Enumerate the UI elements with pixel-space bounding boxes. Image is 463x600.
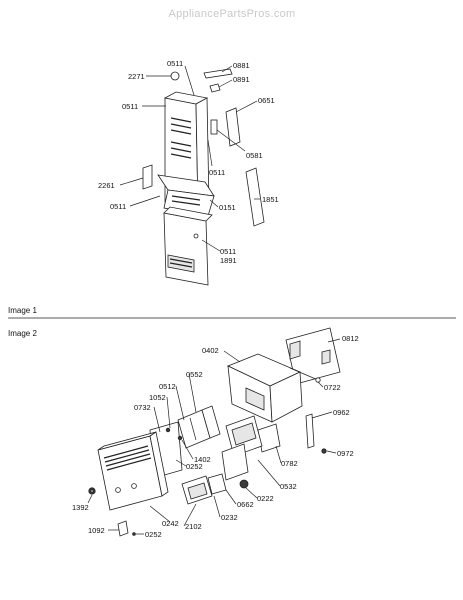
label-0891: 0891 (233, 75, 250, 84)
label-0222: 0222 (257, 494, 274, 503)
label-0532: 0532 (280, 482, 297, 491)
label-0151: 0151 (219, 203, 236, 212)
label-1052: 1052 (149, 393, 166, 402)
label-0732: 0732 (134, 403, 151, 412)
label-0552: 0552 (186, 370, 203, 379)
screw (321, 448, 327, 454)
lower-cover-top (163, 206, 213, 222)
label-0252: 0252 (186, 462, 203, 471)
side-bracket (142, 164, 153, 190)
label-1092: 1092 (88, 526, 105, 535)
label-0651: 0651 (258, 96, 275, 105)
top-bracket (203, 68, 233, 79)
strip-part (225, 107, 241, 147)
image1-assembly: 0511 0881 2271 0891 0511 0651 0581 0511 … (98, 59, 279, 286)
image2-leaders (87, 338, 341, 535)
rotary-knob (239, 479, 249, 489)
label-0722: 0722 (324, 383, 341, 392)
vertical-strip (305, 413, 315, 449)
screw-1402 (177, 435, 183, 441)
label-0972: 0972 (337, 449, 354, 458)
label-0511: 0511 (220, 247, 236, 256)
long-strip (245, 167, 265, 227)
small-clip (209, 83, 221, 93)
label-0812: 0812 (342, 334, 359, 343)
image1-leaders (119, 65, 260, 252)
label-0402: 0402 (202, 346, 219, 355)
actuator-base (221, 443, 249, 481)
section-label-image1: Image 1 (8, 306, 37, 315)
label-0511: 0511 (122, 102, 138, 111)
clip-part (117, 520, 129, 537)
label-0581: 0581 (246, 151, 263, 160)
label-1392: 1392 (72, 503, 89, 512)
label-1891: 1891 (220, 256, 237, 265)
front-panel-side (149, 431, 169, 497)
label-0662: 0662 (237, 500, 254, 509)
housing-side (269, 371, 303, 423)
label-0512: 0512 (159, 382, 176, 391)
inner-bracket-side (201, 405, 221, 439)
actuator-window (231, 422, 257, 446)
label-0511: 0511 (209, 168, 225, 177)
section-label-image2: Image 2 (8, 329, 37, 338)
lower-cover (163, 212, 209, 286)
label-0881: 0881 (233, 61, 250, 70)
housing-opening (245, 387, 265, 411)
label-1402: 1402 (194, 455, 211, 464)
label-1851: 1851 (262, 195, 279, 204)
label-0782: 0782 (281, 459, 298, 468)
label-2261: 2261 (98, 181, 115, 190)
label-0511: 0511 (110, 202, 126, 211)
bracket-slot (321, 349, 331, 365)
screw-hole (193, 233, 199, 239)
label-0232: 0232 (221, 513, 238, 522)
lever-slot (187, 482, 208, 500)
label-0242: 0242 (162, 519, 179, 528)
watermark: AppliancePartsPros.com (168, 8, 295, 20)
label-0252: 0252 (145, 530, 162, 539)
label-2102: 2102 (185, 522, 202, 531)
knob-part (170, 71, 180, 81)
bracket-slot (289, 340, 301, 360)
image2-assembly: 0812 0402 0722 0552 0512 1052 0732 0962 … (72, 327, 359, 539)
label-0511: 0511 (167, 59, 183, 68)
label-0962: 0962 (333, 408, 350, 417)
side-clip (210, 119, 218, 135)
label-2271: 2271 (128, 72, 145, 81)
